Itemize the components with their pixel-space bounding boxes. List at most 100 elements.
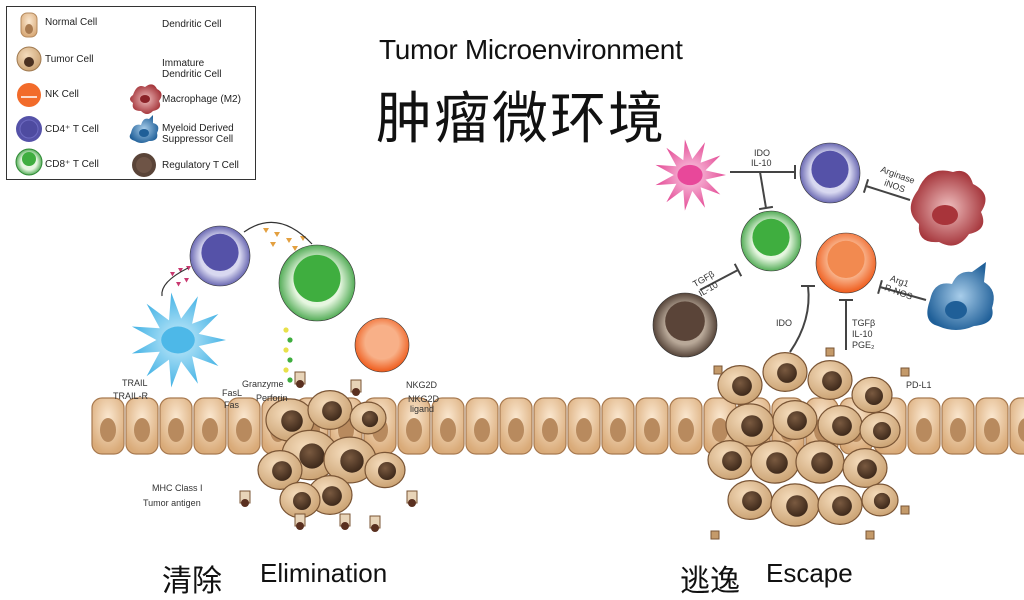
tumor-cell [795, 440, 845, 484]
legend-icons [15, 12, 162, 177]
mhc-antigen [350, 379, 362, 396]
tumor-mass-elimination [239, 371, 418, 532]
legend-label-normal-cell: Normal Cell [45, 17, 98, 28]
normal-cell [975, 397, 1009, 455]
tumor-cell [807, 360, 853, 400]
granzyme-perforin-granule [283, 327, 289, 333]
cytokine-triangle [263, 228, 269, 233]
nk-cell [354, 317, 410, 373]
legend-label-macrophage: Macrophage (M2) [162, 94, 241, 105]
cytokine-triangle [286, 238, 292, 243]
granzyme-perforin-granule [283, 367, 289, 373]
normal-cell [125, 397, 159, 455]
inhibit-idc-to-cd8 [758, 171, 774, 211]
tumor-cell [851, 376, 893, 414]
tumor-cell [307, 390, 353, 430]
macrophage-m2 [910, 170, 986, 246]
label-pge2: PGE₂ [852, 340, 875, 350]
escape-label-zh: 逃逸 [680, 564, 740, 599]
label-granzyme: Granzyme [242, 379, 284, 389]
label-fasl: FasL [222, 388, 243, 398]
normal-cell [567, 397, 601, 455]
label-il10-1: IL-10 [751, 158, 772, 168]
tumor-cell [257, 450, 303, 490]
inhibit-tumor-to-nk [839, 299, 853, 350]
dendritic-cell [131, 292, 226, 388]
granzyme-perforin-granule [283, 347, 289, 353]
activation-arrow [161, 267, 189, 297]
nk-cell-icon [17, 83, 41, 107]
cd8-t-cell-escape [740, 210, 802, 272]
macrophage-icon [130, 84, 162, 114]
mhc-antigen [294, 513, 306, 530]
tumor-cell [707, 440, 753, 480]
tumor-cell [364, 451, 406, 489]
cd4-t-cell-escape [799, 142, 861, 204]
legend-label-immature-dendritic: Immature Dendritic Cell [162, 58, 222, 80]
normal-cell [227, 397, 261, 455]
label-trail: TRAIL [122, 378, 148, 388]
inhibit-ido-tumor-to-nk [789, 285, 810, 353]
tumor-cell-icon [16, 46, 42, 72]
legend-label-dendritic: Dendritic Cell [162, 19, 222, 30]
normal-cell [635, 397, 669, 455]
legend: Normal Cell Tumor Cell NK Cell CD4⁺ T Ce… [6, 6, 256, 180]
title-english: Tumor Microenvironment [379, 34, 683, 65]
treg-icon [132, 153, 156, 177]
inhibition-lines-layer [699, 165, 927, 353]
label-nkg2d-ligand-2: ligand [410, 404, 435, 414]
tumor-cell [727, 480, 773, 520]
cytokine-triangle [178, 268, 183, 273]
normal-cell [703, 397, 737, 455]
normal-cell [397, 397, 431, 455]
inhibit-mdsc-to-nk [877, 279, 927, 301]
legend-label-cd4: CD4⁺ T Cell [45, 124, 99, 135]
mhc-antigen [406, 490, 418, 507]
tumor-cell [279, 481, 321, 519]
pd-l1-receptor [713, 365, 723, 375]
normal-cell [431, 397, 465, 455]
cytokine-triangle [170, 272, 175, 277]
normal-cell [533, 397, 567, 455]
tumor-cell [307, 475, 353, 515]
mhc-antigen [369, 515, 381, 532]
normal-cell [159, 397, 193, 455]
granzyme-perforin-granule [287, 337, 293, 343]
inhibit-treg-to-cd8 [699, 263, 743, 291]
inhibit-idc-to-cd4 [730, 165, 796, 179]
cytokine-triangle [270, 242, 276, 247]
cd8-t-cell-icon [15, 148, 43, 176]
tumor-cell [817, 485, 863, 525]
elimination-label-en: Elimination [260, 558, 388, 588]
cytokine-triangle [186, 266, 191, 271]
tumor-cell [817, 405, 863, 445]
normal-cell [1009, 397, 1024, 455]
cd8-t-cell [278, 244, 356, 322]
legend-label-cd8: CD8⁺ T Cell [45, 159, 99, 170]
tumor-cell [750, 440, 800, 484]
pd-l1-receptor [900, 367, 910, 377]
activation-arrow [243, 221, 313, 245]
label-il10-3: IL-10 [852, 329, 873, 339]
tumor-cell [349, 401, 387, 435]
title-chinese: 肿瘤微环境 [376, 87, 666, 152]
legend-label-mdsc: Myeloid Derived Suppressor Cell [162, 123, 234, 145]
immature-dendritic-cell [655, 139, 726, 211]
label-fas: Fas [224, 400, 240, 410]
cytokine-triangle [176, 282, 181, 287]
label-perforin: Perforin [256, 393, 288, 403]
granzyme-perforin-granule [287, 377, 293, 383]
cytokine-triangle [274, 232, 280, 237]
pd-l1-receptor [825, 347, 835, 357]
normal-cell [941, 397, 975, 455]
legend-label-treg: Regulatory T Cell [162, 160, 239, 171]
tumor-cell [842, 448, 888, 488]
escape-label-en: Escape [766, 558, 853, 588]
label-mhc-class-i: MHC Class I [152, 483, 203, 493]
normal-cell-icon [20, 12, 38, 38]
tumor-cell [323, 436, 377, 484]
tumor-cell [859, 411, 901, 449]
pd-l1-receptor [865, 530, 875, 540]
label-ido-2: IDO [776, 318, 793, 328]
